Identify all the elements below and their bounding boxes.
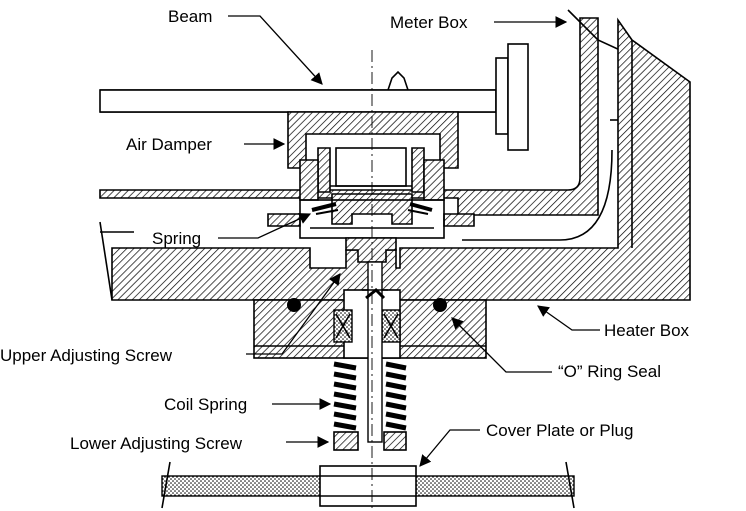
cover-plate bbox=[161, 461, 575, 509]
leaf-spring bbox=[311, 202, 433, 215]
label-spring: Spring bbox=[152, 229, 201, 248]
label-beam: Beam bbox=[168, 7, 212, 26]
label-cover-plate: Cover Plate or Plug bbox=[486, 421, 633, 440]
beam bbox=[99, 43, 529, 151]
leader-lines bbox=[218, 15, 600, 467]
label-heater-box: Heater Box bbox=[604, 321, 690, 340]
label-air-damper: Air Damper bbox=[126, 135, 212, 154]
label-lower-adjusting-screw: Lower Adjusting Screw bbox=[70, 434, 243, 453]
label-coil-spring: Coil Spring bbox=[164, 395, 247, 414]
label-o-ring-seal: “O” Ring Seal bbox=[558, 362, 661, 381]
label-meter-box: Meter Box bbox=[390, 13, 468, 32]
air-damper bbox=[267, 111, 475, 263]
coil-spring bbox=[333, 361, 407, 431]
lower-adjusting-screw bbox=[333, 431, 407, 451]
plunger-rod bbox=[362, 261, 388, 443]
label-upper-adjusting-screw: Upper Adjusting Screw bbox=[0, 346, 173, 365]
